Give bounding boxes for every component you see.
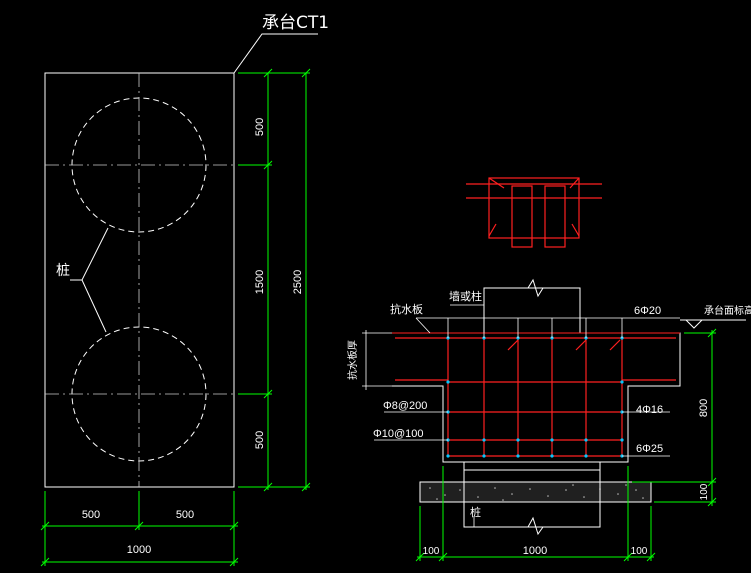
cushion-layer [419,481,652,503]
plan-dim-2500: 2500 [292,270,304,294]
label-pile-section: 桩 [470,505,481,519]
column-outline [483,287,581,333]
plan-dim-bottom-500-left: 500 [82,509,100,521]
label-pile-column: 墙或柱 [449,289,482,303]
dim-cushion-100: 100 [699,483,710,500]
plan-dims-right [238,68,311,492]
elevation-marker [680,319,746,329]
side-leaders [374,411,670,457]
dim-bottom-100-left: 100 [423,546,440,557]
cap-section-outline [392,332,681,463]
section-dims-right [632,328,717,507]
cap-label: 承台CT1 [262,13,329,33]
plan-dim-bottom-500-right: 500 [176,509,194,521]
stirrup-detail [466,177,602,248]
pile-leader-2 [81,279,107,333]
plan-dim-bottom-1000: 1000 [127,544,151,556]
cap-label-leader [233,33,318,74]
pile-label: 桩 [56,262,70,279]
plan-dim-500-top: 500 [254,118,266,136]
label-rebar-side: 4Φ16 [636,404,663,416]
dim-800: 800 [698,399,710,417]
cap-outline [44,72,235,488]
label-stirrup-1: Φ8@200 [383,400,427,412]
plan-view: 承台CT1 桩 500 1500 500 2500 [40,13,329,567]
dim-bottom-1000: 1000 [523,545,547,557]
column-break [490,278,574,298]
label-rebar-bottom: 6Φ25 [636,443,663,455]
rebar-cage [395,337,676,457]
slab-thickness-dim [362,330,392,390]
label-slab: 抗水板 [390,302,423,316]
label-slab-thickness: 抗水板厚 [346,340,359,380]
pile-section [463,462,601,528]
plan-dim-500-bottom: 500 [254,431,266,449]
section-view: 抗水板 墙或柱 6Φ20 承台面标高 抗水板厚 Φ8@200 Φ10@100 4… [346,278,751,562]
label-rebar-top: 6Φ20 [634,305,661,317]
plan-dim-1500: 1500 [254,270,266,294]
plan-dims-bottom [40,491,239,567]
dim-bottom-100-right: 100 [631,546,648,557]
label-stirrup-2: Φ10@100 [373,428,424,440]
top-leader-lines [415,304,680,338]
label-cap-top: 承台面标高 [704,304,751,317]
pile-break [470,516,596,536]
section-dims-bottom [415,466,656,562]
rebar-dots [446,336,624,458]
